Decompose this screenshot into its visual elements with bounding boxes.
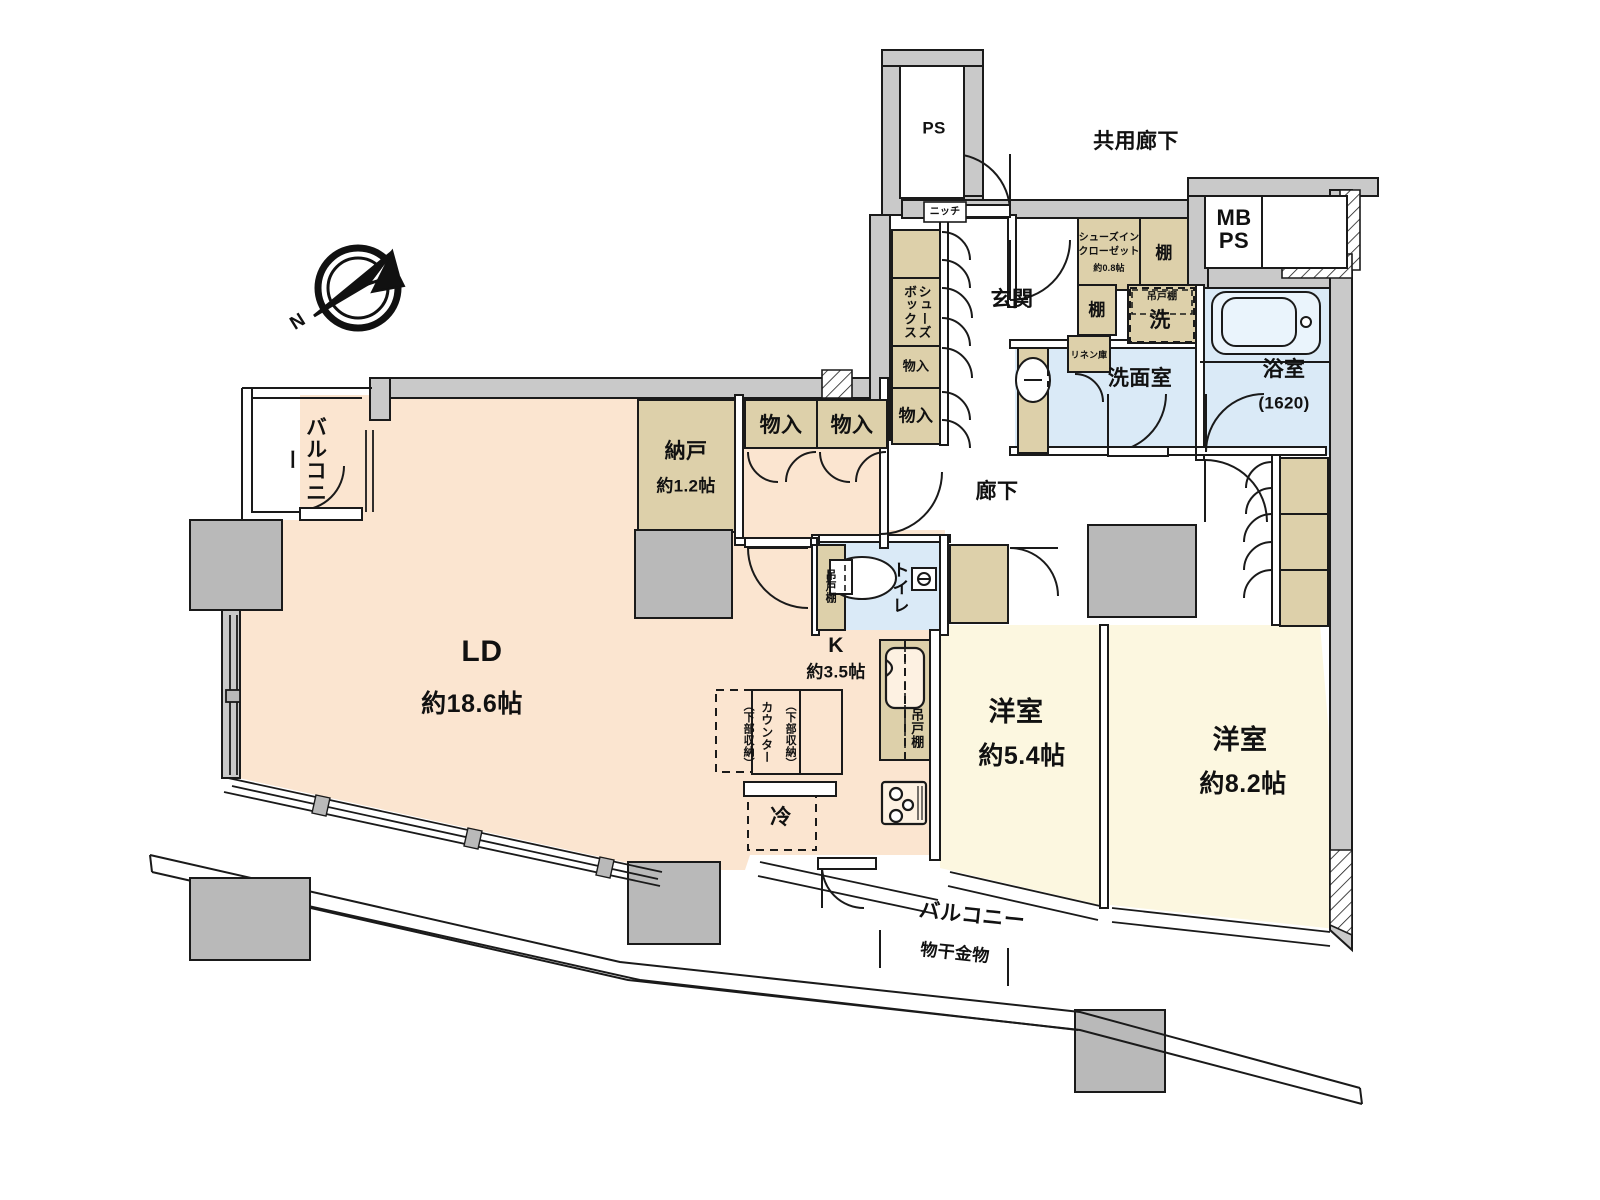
niche-marker: [923, 201, 967, 223]
wall-ps-top: [881, 49, 984, 67]
storage-shoebox: [891, 277, 941, 347]
mb-ps-box: [1204, 195, 1348, 269]
column-nando: [634, 529, 733, 619]
wall-p15: [1271, 454, 1281, 626]
column-balcony-s: [1074, 1009, 1166, 1093]
door-bath: [1205, 393, 1265, 453]
door-toilet: [879, 471, 943, 535]
storage-monoire-b: [891, 387, 941, 445]
wall-p12: [734, 394, 744, 546]
storage-sic: [1077, 217, 1141, 291]
wall-p13: [879, 377, 889, 549]
storage-nando: [637, 399, 736, 533]
wall-p6: [1195, 446, 1327, 456]
balcony-south-edge: [149, 854, 1361, 1089]
wall-ld-top: [369, 377, 881, 399]
wall-right-outer: [1329, 189, 1353, 953]
storage-tana-1: [1139, 217, 1189, 291]
wall-p9: [939, 534, 949, 636]
door-linen: [1074, 373, 1104, 403]
storage-tana-2: [1077, 284, 1117, 336]
bath-drain: [1300, 316, 1312, 328]
wall-p1: [939, 214, 949, 446]
glazing: [223, 430, 1331, 947]
door-ld-rouka: [747, 547, 809, 609]
door-balcony-kitchen: [821, 865, 865, 909]
bathtub-inner: [1221, 297, 1297, 347]
wall-p4: [1195, 284, 1205, 461]
wall-bal-n-top: [369, 377, 391, 421]
washing-machine: [1129, 287, 1195, 343]
wall-p10: [929, 629, 941, 861]
storage-linen: [1067, 335, 1111, 373]
ps-box: [899, 65, 965, 199]
washer-hang-dash: [1131, 289, 1193, 315]
balcony-outlines: [149, 387, 1363, 1105]
storage-monoire-d: [816, 399, 888, 449]
column-rouka-e: [1087, 524, 1197, 618]
western1-floor: [935, 625, 1100, 905]
wall-p2: [1007, 214, 1017, 308]
storage-monoire-a: [891, 345, 941, 389]
balcony-divider: [189, 877, 311, 961]
bath-fixtures: [1200, 291, 1330, 363]
western2-floor: [1105, 625, 1345, 930]
compass-rose: [313, 244, 406, 332]
door-western2: [1204, 459, 1268, 523]
storage-monoire-c: [744, 399, 818, 449]
wall-p11: [1099, 624, 1109, 909]
interior-walls: [734, 214, 1327, 909]
column-ld-nw: [189, 519, 283, 611]
structural-columns: [189, 519, 1197, 1093]
wall-ps-right: [962, 49, 984, 201]
storage-rouka-closet: [949, 544, 1009, 624]
storage-w2-closet-2: [1279, 513, 1329, 571]
storage-shoebox-top: [891, 229, 941, 279]
washbasin: [1015, 348, 1051, 453]
balcony-north-edge: [190, 388, 243, 521]
storage-w2-closet-3: [1279, 569, 1329, 627]
door-genkan-inner: [1009, 239, 1071, 301]
storage-w2-closet-1: [1279, 457, 1329, 515]
counter-unit: [743, 689, 843, 797]
column-ld-s: [627, 861, 721, 945]
